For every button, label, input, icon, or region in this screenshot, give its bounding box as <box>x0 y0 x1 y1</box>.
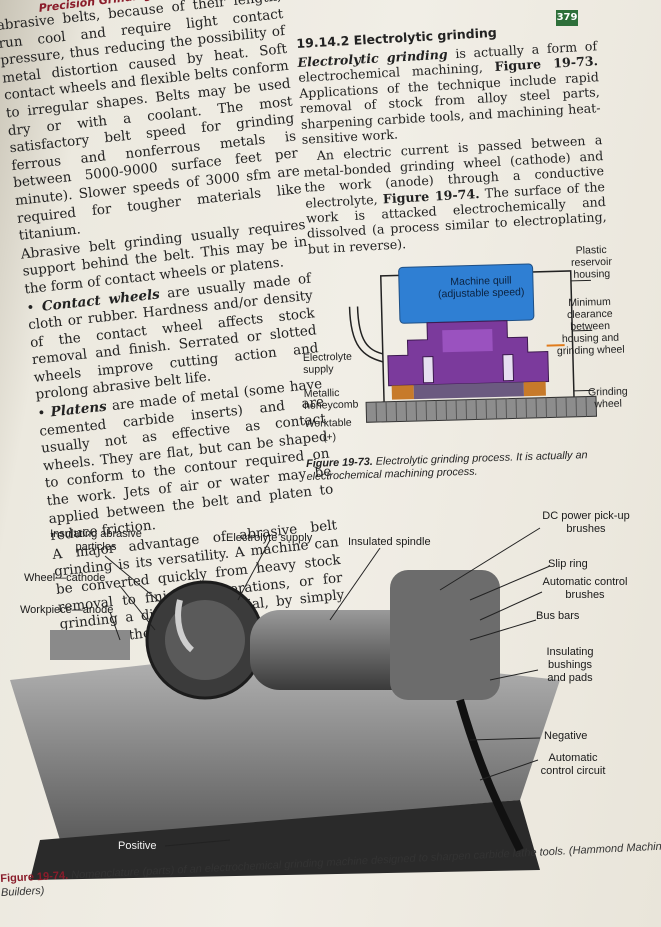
label-electrolyte-supply: Electrolyte supply <box>302 350 353 376</box>
grinding-wheel-body <box>387 320 550 387</box>
leader-lines <box>104 527 551 847</box>
spindle-head <box>390 570 500 700</box>
bolt <box>422 356 435 384</box>
insulator-pad-right <box>523 381 546 397</box>
figure-19-73-diagram: Machine quill(adjustable speed) Plastic … <box>300 239 636 478</box>
ecg-machine-photo <box>10 527 560 880</box>
wheel-face <box>165 600 245 680</box>
label-insulating-bushings: Insulating bushings and pads <box>546 646 594 684</box>
wheel-hub <box>442 328 493 353</box>
workpiece-holder <box>50 630 130 660</box>
label-dc-power: DC power pick-up brushes <box>542 510 630 535</box>
electrolyte-supply-pipe <box>348 306 384 363</box>
left-para-1: abrasive belts, because of their length,… <box>0 0 303 244</box>
label-insulated-spindle: Insulated spindle <box>348 536 431 548</box>
grinding-wheel-rim <box>413 382 524 400</box>
label-grinding-wheel: Grinding wheel <box>587 385 628 411</box>
label-automatic-control-brushes: Automatic control brushes <box>542 576 628 601</box>
label-workpiece-anode: Workpiece—anode <box>20 604 114 616</box>
electrolytic-grinding-diagram <box>348 263 598 423</box>
label-positive: Positive <box>118 840 157 852</box>
label-automatic-control-circuit: Automatic control circuit <box>540 752 606 777</box>
cable-bundle <box>456 698 524 852</box>
label-worktable: Worktable <box>304 416 352 430</box>
right-para-1: Electrolytic grinding is actually a form… <box>297 38 602 147</box>
label-negative: Negative <box>544 730 588 742</box>
label-electrolyte-supply: Electrolyte supply <box>226 532 313 544</box>
label-bus-bars: Bus bars <box>536 610 580 622</box>
page-number: 379 <box>556 10 578 26</box>
bolt <box>502 353 515 382</box>
label-insulating-abrasive: Insulating abrasive particles <box>50 528 142 553</box>
label-machine-quill: Machine quill(adjustable speed) <box>437 274 525 301</box>
caption-ref: Figure 19-73. <box>306 455 373 470</box>
page-header: Precision Grinding 379 <box>0 0 661 26</box>
label-slip-ring: Slip ring <box>548 558 588 570</box>
machine-base-shadow <box>30 800 540 880</box>
figure-19-74-photo: Insulating abrasive particles Electrolyt… <box>0 510 661 880</box>
right-para-2: An electric current is passed between a … <box>302 133 608 257</box>
label-worktable-sign: (+) <box>322 431 337 444</box>
label-plastic-reservoir: Plastic reservoir housing <box>570 243 613 281</box>
insulator-pad-left <box>391 385 414 400</box>
label-wheel-cathode: Wheel—cathode <box>24 572 106 584</box>
caption-ref: Figure 19-74. <box>0 869 69 885</box>
electrolyte-nozzle <box>175 599 195 653</box>
label-minimum-clearance: Minimum clearance between housing and gr… <box>556 295 625 358</box>
label-metallic-honeycomb: Metallic honeycomb <box>303 387 359 412</box>
worktable <box>365 395 598 423</box>
right-column: 19.14.2 Electrolytic grinding Electrolyt… <box>296 19 608 259</box>
